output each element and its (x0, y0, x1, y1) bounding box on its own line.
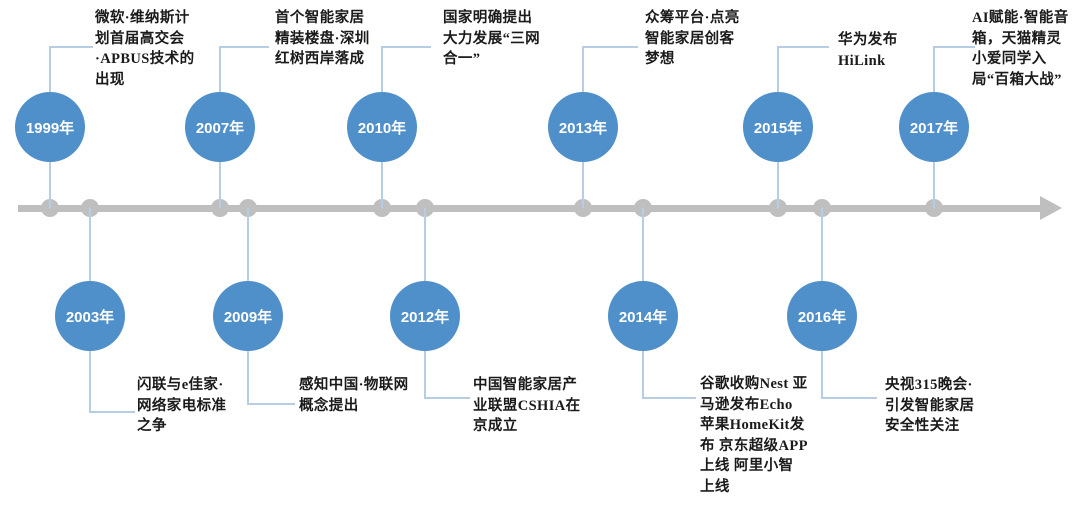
year-label: 2003年 (65, 308, 115, 326)
connector-2015 (777, 46, 829, 48)
connector-2009 (247, 403, 295, 405)
event-label-2009: 感知中国·物联网概念提出 (299, 377, 409, 414)
year-node-2017[interactable]: 2017年 (899, 92, 969, 162)
connector-2017 (933, 46, 975, 48)
year-node-2016[interactable]: 2016年 (787, 281, 857, 351)
connector-2003 (89, 411, 135, 413)
event-label-2012: 中国智能家居产业联盟CSHIA在京成立 (473, 377, 581, 435)
event-label-2014: 谷歌收购Nest 亚马逊发布Echo 苹果HomeKit发布 京东超级APP上线… (700, 376, 808, 495)
event-label-2013: 众筹平台·点亮智能家居创客梦想 (645, 10, 740, 68)
event-label-2007: 首个智能家居精装楼盘·深圳红树西岸落成 (275, 10, 370, 68)
axis-dot (574, 199, 592, 217)
year-label: 2007年 (195, 119, 245, 137)
year-node-2014[interactable]: 2014年 (608, 281, 678, 351)
axis-dot (41, 199, 59, 217)
year-label: 2017年 (909, 119, 959, 137)
year-label: 2014年 (618, 308, 668, 326)
year-label: 2009年 (223, 308, 273, 326)
event-label-2015: 华为发布HiLink (838, 32, 898, 69)
event-label-2016: 央视315晚会·引发智能家居安全性关注 (885, 377, 975, 435)
timeline-axis (18, 205, 1050, 212)
connector-2014 (642, 397, 696, 399)
event-label-2003: 闪联与e佳家·网络家电标准之争 (137, 377, 227, 435)
event-label-1999: 微软·维纳斯计划首届高交会·APBUS技术的出现 (95, 10, 195, 88)
year-node-2013[interactable]: 2013年 (548, 92, 618, 162)
axis-dot (211, 199, 229, 217)
connector-2010 (381, 46, 431, 48)
year-node-2010[interactable]: 2010年 (347, 92, 417, 162)
year-label: 1999年 (25, 119, 75, 137)
year-node-2015[interactable]: 2015年 (743, 92, 813, 162)
year-label: 2013年 (558, 119, 608, 137)
axis-dot (373, 199, 391, 217)
year-label: 2016年 (797, 308, 847, 326)
connector-1999 (49, 46, 93, 48)
connector-2016 (821, 397, 877, 399)
year-node-2007[interactable]: 2007年 (185, 92, 255, 162)
connector-2012 (424, 397, 470, 399)
year-node-2012[interactable]: 2012年 (390, 281, 460, 351)
year-node-2003[interactable]: 2003年 (55, 281, 125, 351)
timeline-arrow-icon (1040, 196, 1062, 220)
year-label: 2015年 (753, 119, 803, 137)
connector-2007 (219, 46, 269, 48)
event-label-2017: AI赋能·智能音箱，天猫精灵小爱同学入局“百箱大战” (972, 10, 1069, 88)
axis-dot (925, 199, 943, 217)
year-label: 2010年 (357, 119, 407, 137)
year-node-1999[interactable]: 1999年 (15, 92, 85, 162)
year-label: 2012年 (400, 308, 450, 326)
axis-dot (769, 199, 787, 217)
connector-2013 (582, 46, 638, 48)
year-node-2009[interactable]: 2009年 (213, 281, 283, 351)
event-label-2010: 国家明确提出大力发展“三网合一” (443, 10, 541, 68)
